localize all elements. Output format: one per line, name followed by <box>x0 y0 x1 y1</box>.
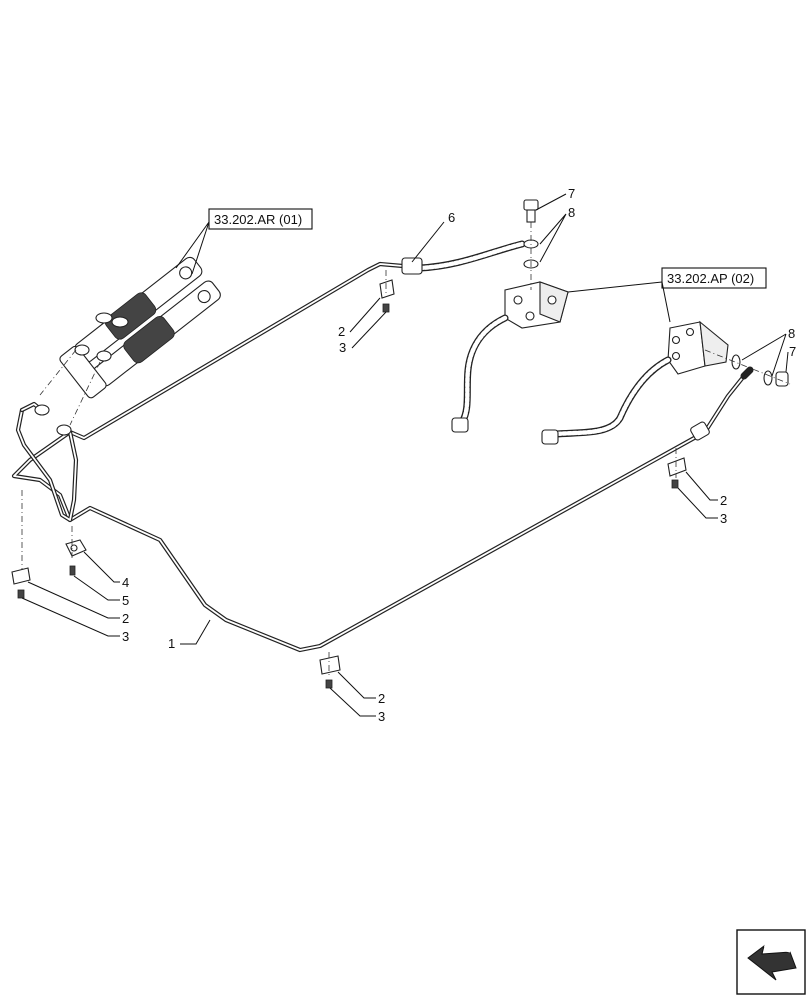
callout-3-bottom: 3 <box>378 709 385 724</box>
brake-master-cylinders <box>21 256 221 570</box>
callout-3-right: 3 <box>720 511 727 526</box>
reference-33202ap[interactable]: 33.202.AP (02) <box>567 267 767 323</box>
callout-6: 6 <box>448 210 455 225</box>
clip-group-right <box>667 448 687 489</box>
callout-2-top: 2 <box>338 324 345 339</box>
callout-3-left: 3 <box>122 629 129 644</box>
svg-text:33.202.AP (02): 33.202.AP (02) <box>667 271 754 286</box>
callout-2-right: 2 <box>720 493 727 508</box>
callout-1: 1 <box>168 636 175 651</box>
clip-group-top <box>379 270 395 313</box>
reference-33202ar[interactable]: 33.202.AR (01) <box>175 208 313 275</box>
valve-block-upper <box>451 281 569 433</box>
callout-2-bottom: 2 <box>378 691 385 706</box>
callout-5: 5 <box>122 593 129 608</box>
callouts: 1 6 7 8 8 7 2 3 2 3 4 5 2 3 2 <box>21 186 796 724</box>
callout-2-left: 2 <box>122 611 129 626</box>
tube-part-6 <box>15 240 526 523</box>
svg-text:33.202.AR (01): 33.202.AR (01) <box>214 212 302 227</box>
next-page-arrow-icon[interactable] <box>736 929 806 995</box>
tube-part-1 <box>11 373 747 653</box>
clip-group-left <box>11 526 87 599</box>
callout-7-right: 7 <box>789 344 796 359</box>
callout-7-upper: 7 <box>568 186 575 201</box>
callout-8-right: 8 <box>788 326 795 341</box>
callout-8-upper: 8 <box>568 205 575 220</box>
bolt-washer-upper <box>523 199 539 290</box>
callout-3-top: 3 <box>339 340 346 355</box>
clip-group-bottom <box>319 652 341 689</box>
valve-block-right <box>541 320 791 445</box>
callout-4: 4 <box>122 575 129 590</box>
